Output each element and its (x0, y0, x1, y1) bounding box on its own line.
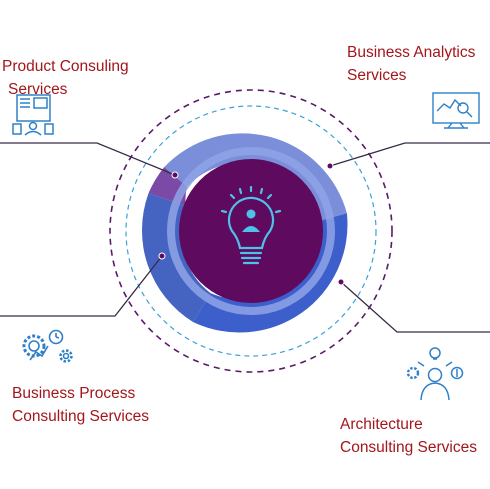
inner-band (167, 147, 335, 315)
label-process-line2: Consulting Services (12, 408, 149, 425)
connector-lines (0, 142, 490, 333)
label-architecture-line2: Consulting Services (340, 439, 477, 456)
ring-segment-analytics (164, 133, 347, 222)
ring-segment-architecture (193, 213, 348, 333)
inner-dashed-ring (125, 105, 377, 357)
gears-clock-icon (22, 329, 73, 363)
connector-analytics (329, 142, 490, 167)
person-ideas-icon (406, 347, 464, 401)
label-product-line1: Product Consuling (2, 58, 129, 75)
connector-dot-product (171, 171, 179, 179)
service-ring (141, 133, 348, 333)
label-business-analytics: Business Analytics Services (347, 41, 475, 87)
connector-product (0, 142, 176, 176)
connector-process (0, 255, 163, 317)
label-architecture-consulting: Architecture Consulting Services (340, 413, 477, 459)
document-person-icon (12, 94, 54, 136)
label-business-process: Business Process Consulting Services (12, 382, 149, 428)
connector-dot-process (158, 252, 166, 260)
label-process-line1: Business Process (12, 385, 136, 402)
lightbulb-person-icon (220, 185, 282, 265)
connector-architecture (340, 281, 490, 333)
monitor-magnifier-icon (432, 92, 480, 129)
outer-dashed-ring (109, 89, 393, 373)
connector-dot-analytics (326, 162, 334, 170)
connector-dots (158, 162, 345, 286)
label-analytics-line1: Business Analytics (347, 44, 476, 61)
label-product-consulting: Product Consuling Services (2, 55, 129, 101)
label-architecture-line1: Architecture (340, 416, 423, 433)
label-analytics-line2: Services (347, 67, 407, 84)
connector-dot-architecture (337, 278, 345, 286)
label-product-line2: Services (8, 81, 68, 98)
